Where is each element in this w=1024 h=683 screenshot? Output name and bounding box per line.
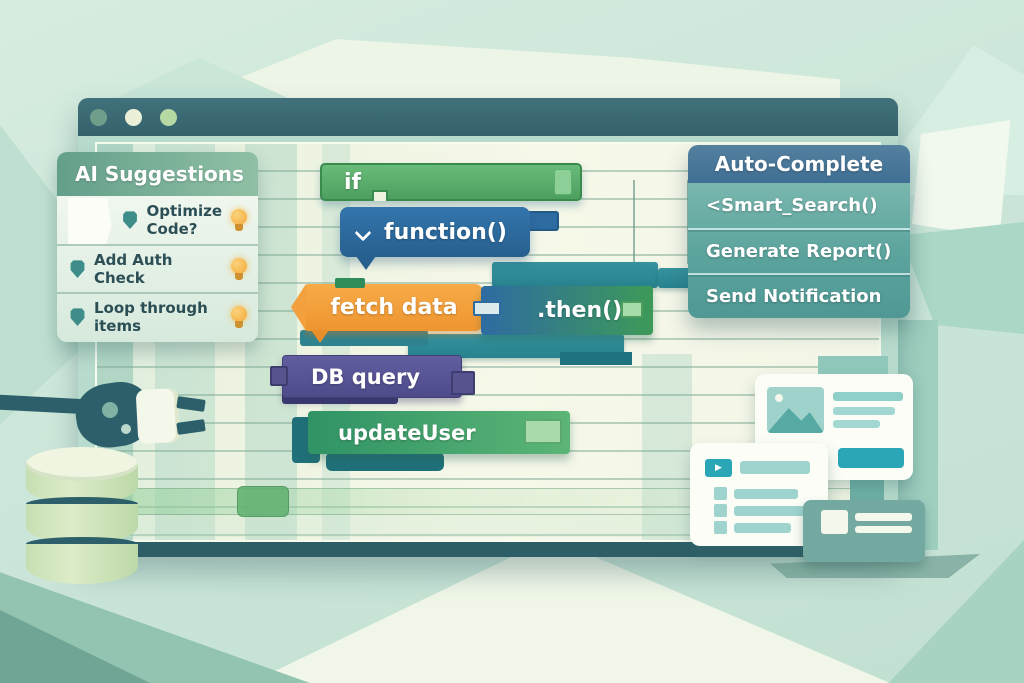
checkbox-square[interactable] <box>714 487 727 500</box>
cursor-pick-icon <box>70 260 85 278</box>
puzzle-socket <box>554 169 572 195</box>
sun-icon <box>775 394 783 402</box>
bg-polygon <box>912 120 1011 238</box>
code-block-function-label: function() <box>384 219 507 245</box>
checkbox-square[interactable] <box>714 521 727 534</box>
mountain-icon <box>767 408 824 433</box>
ai-suggestion-label: Optimize Code? <box>146 202 222 238</box>
lightbulb-icon[interactable] <box>231 257 248 281</box>
block-shadow <box>282 393 398 404</box>
code-block-if-label: if <box>344 169 362 195</box>
puzzle-notch <box>372 190 388 201</box>
window-dot-1[interactable] <box>90 109 107 126</box>
window-bottom-bar <box>95 542 881 557</box>
text-line <box>833 407 895 415</box>
database-disc <box>26 544 138 584</box>
card-action-button[interactable] <box>838 448 904 468</box>
block-shadow <box>300 330 428 346</box>
code-block-function[interactable]: function() <box>340 207 530 270</box>
window-dot-3[interactable] <box>160 109 177 126</box>
cursor-pick-icon <box>70 308 85 326</box>
image-placeholder <box>767 387 824 433</box>
database-icon <box>26 447 138 584</box>
code-block-update-user[interactable]: updateUser <box>308 411 570 454</box>
text-line <box>740 461 810 474</box>
ai-suggestion-item-loop-through-items[interactable]: Loop through items <box>57 292 258 340</box>
connector-bar <box>492 262 658 288</box>
puzzle-socket <box>524 419 562 444</box>
puzzle-notch <box>335 278 365 288</box>
chevron-down-icon <box>357 227 368 238</box>
autocomplete-title: Auto-Complete <box>714 152 884 176</box>
autocomplete-body: <Smart_Search() Generate Report() Send N… <box>688 183 910 318</box>
code-block-if[interactable]: if <box>320 163 582 201</box>
ai-suggestions-header: AI Suggestions <box>57 152 258 196</box>
code-block-update-label: updateUser <box>338 420 476 445</box>
ai-suggestions-title: AI Suggestions <box>75 162 244 186</box>
plug-head <box>135 387 181 445</box>
window-titlebar <box>78 98 898 136</box>
checkbox-square[interactable] <box>714 504 727 517</box>
text-line <box>734 489 798 499</box>
preview-card-chip <box>803 500 925 562</box>
lightbulb-icon[interactable] <box>231 305 248 329</box>
lightbulb-icon[interactable] <box>231 208 248 232</box>
code-block-then-label: .then() <box>537 298 623 323</box>
bg-polygon <box>250 538 890 683</box>
puzzle-tab <box>527 211 559 231</box>
plug-highlight-dot <box>121 424 131 434</box>
bg-polygon <box>900 222 1024 334</box>
autocomplete-item-label: Send Notification <box>706 286 882 307</box>
ai-suggestion-label: Add Auth Check <box>94 251 173 287</box>
autocomplete-item-label: Generate Report() <box>706 241 892 262</box>
text-line <box>855 513 912 521</box>
database-top <box>26 447 138 481</box>
autocomplete-item-send-notification[interactable]: Send Notification <box>688 273 910 318</box>
code-block-db-label: DB query <box>311 364 421 389</box>
connector-bar <box>560 352 632 365</box>
autocomplete-header: Auto-Complete <box>688 145 910 183</box>
line-highlight-tab <box>237 486 289 517</box>
plug-highlight-dot <box>102 402 118 418</box>
ai-suggestions-panel: AI Suggestions Optimize Code? Add Auth C… <box>57 152 258 342</box>
code-block-fetch-label: fetch data <box>330 295 458 320</box>
ai-suggestions-body: Optimize Code? Add Auth Check Loop throu… <box>57 196 258 342</box>
play-icon: ▶ <box>715 463 722 473</box>
window-dot-2[interactable] <box>125 109 142 126</box>
autocomplete-item-generate-report[interactable]: Generate Report() <box>688 228 910 273</box>
text-line <box>833 392 903 401</box>
text-line <box>855 526 912 533</box>
ai-suggestion-item-optimize-code[interactable]: Optimize Code? <box>57 196 258 245</box>
text-line <box>734 523 791 533</box>
puzzle-socket <box>621 301 643 318</box>
text-line <box>734 506 806 516</box>
autocomplete-item-label: <Smart_Search() <box>706 195 878 216</box>
ai-suggestion-label: Loop through items <box>94 299 208 335</box>
code-block-fetch-data[interactable]: fetch data <box>291 278 483 343</box>
block-backing <box>326 452 444 471</box>
code-block-db-query[interactable]: DB query <box>270 355 475 398</box>
autocomplete-panel: Auto-Complete <Smart_Search() Generate R… <box>688 145 910 318</box>
folded-highlight-flap <box>68 197 112 245</box>
autocomplete-item-smart-search[interactable]: <Smart_Search() <box>688 183 910 228</box>
code-block-then[interactable]: .then() <box>473 286 653 335</box>
cursor-pick-icon <box>123 211 137 229</box>
puzzle-connector <box>473 301 501 316</box>
ai-suggestion-item-add-auth-check[interactable]: Add Auth Check <box>57 244 258 292</box>
editor-grid-cell <box>633 180 689 264</box>
text-line <box>833 420 880 428</box>
thumbnail-placeholder <box>821 510 848 534</box>
play-button[interactable]: ▶ <box>705 459 732 477</box>
highlighted-line-band <box>97 515 879 537</box>
